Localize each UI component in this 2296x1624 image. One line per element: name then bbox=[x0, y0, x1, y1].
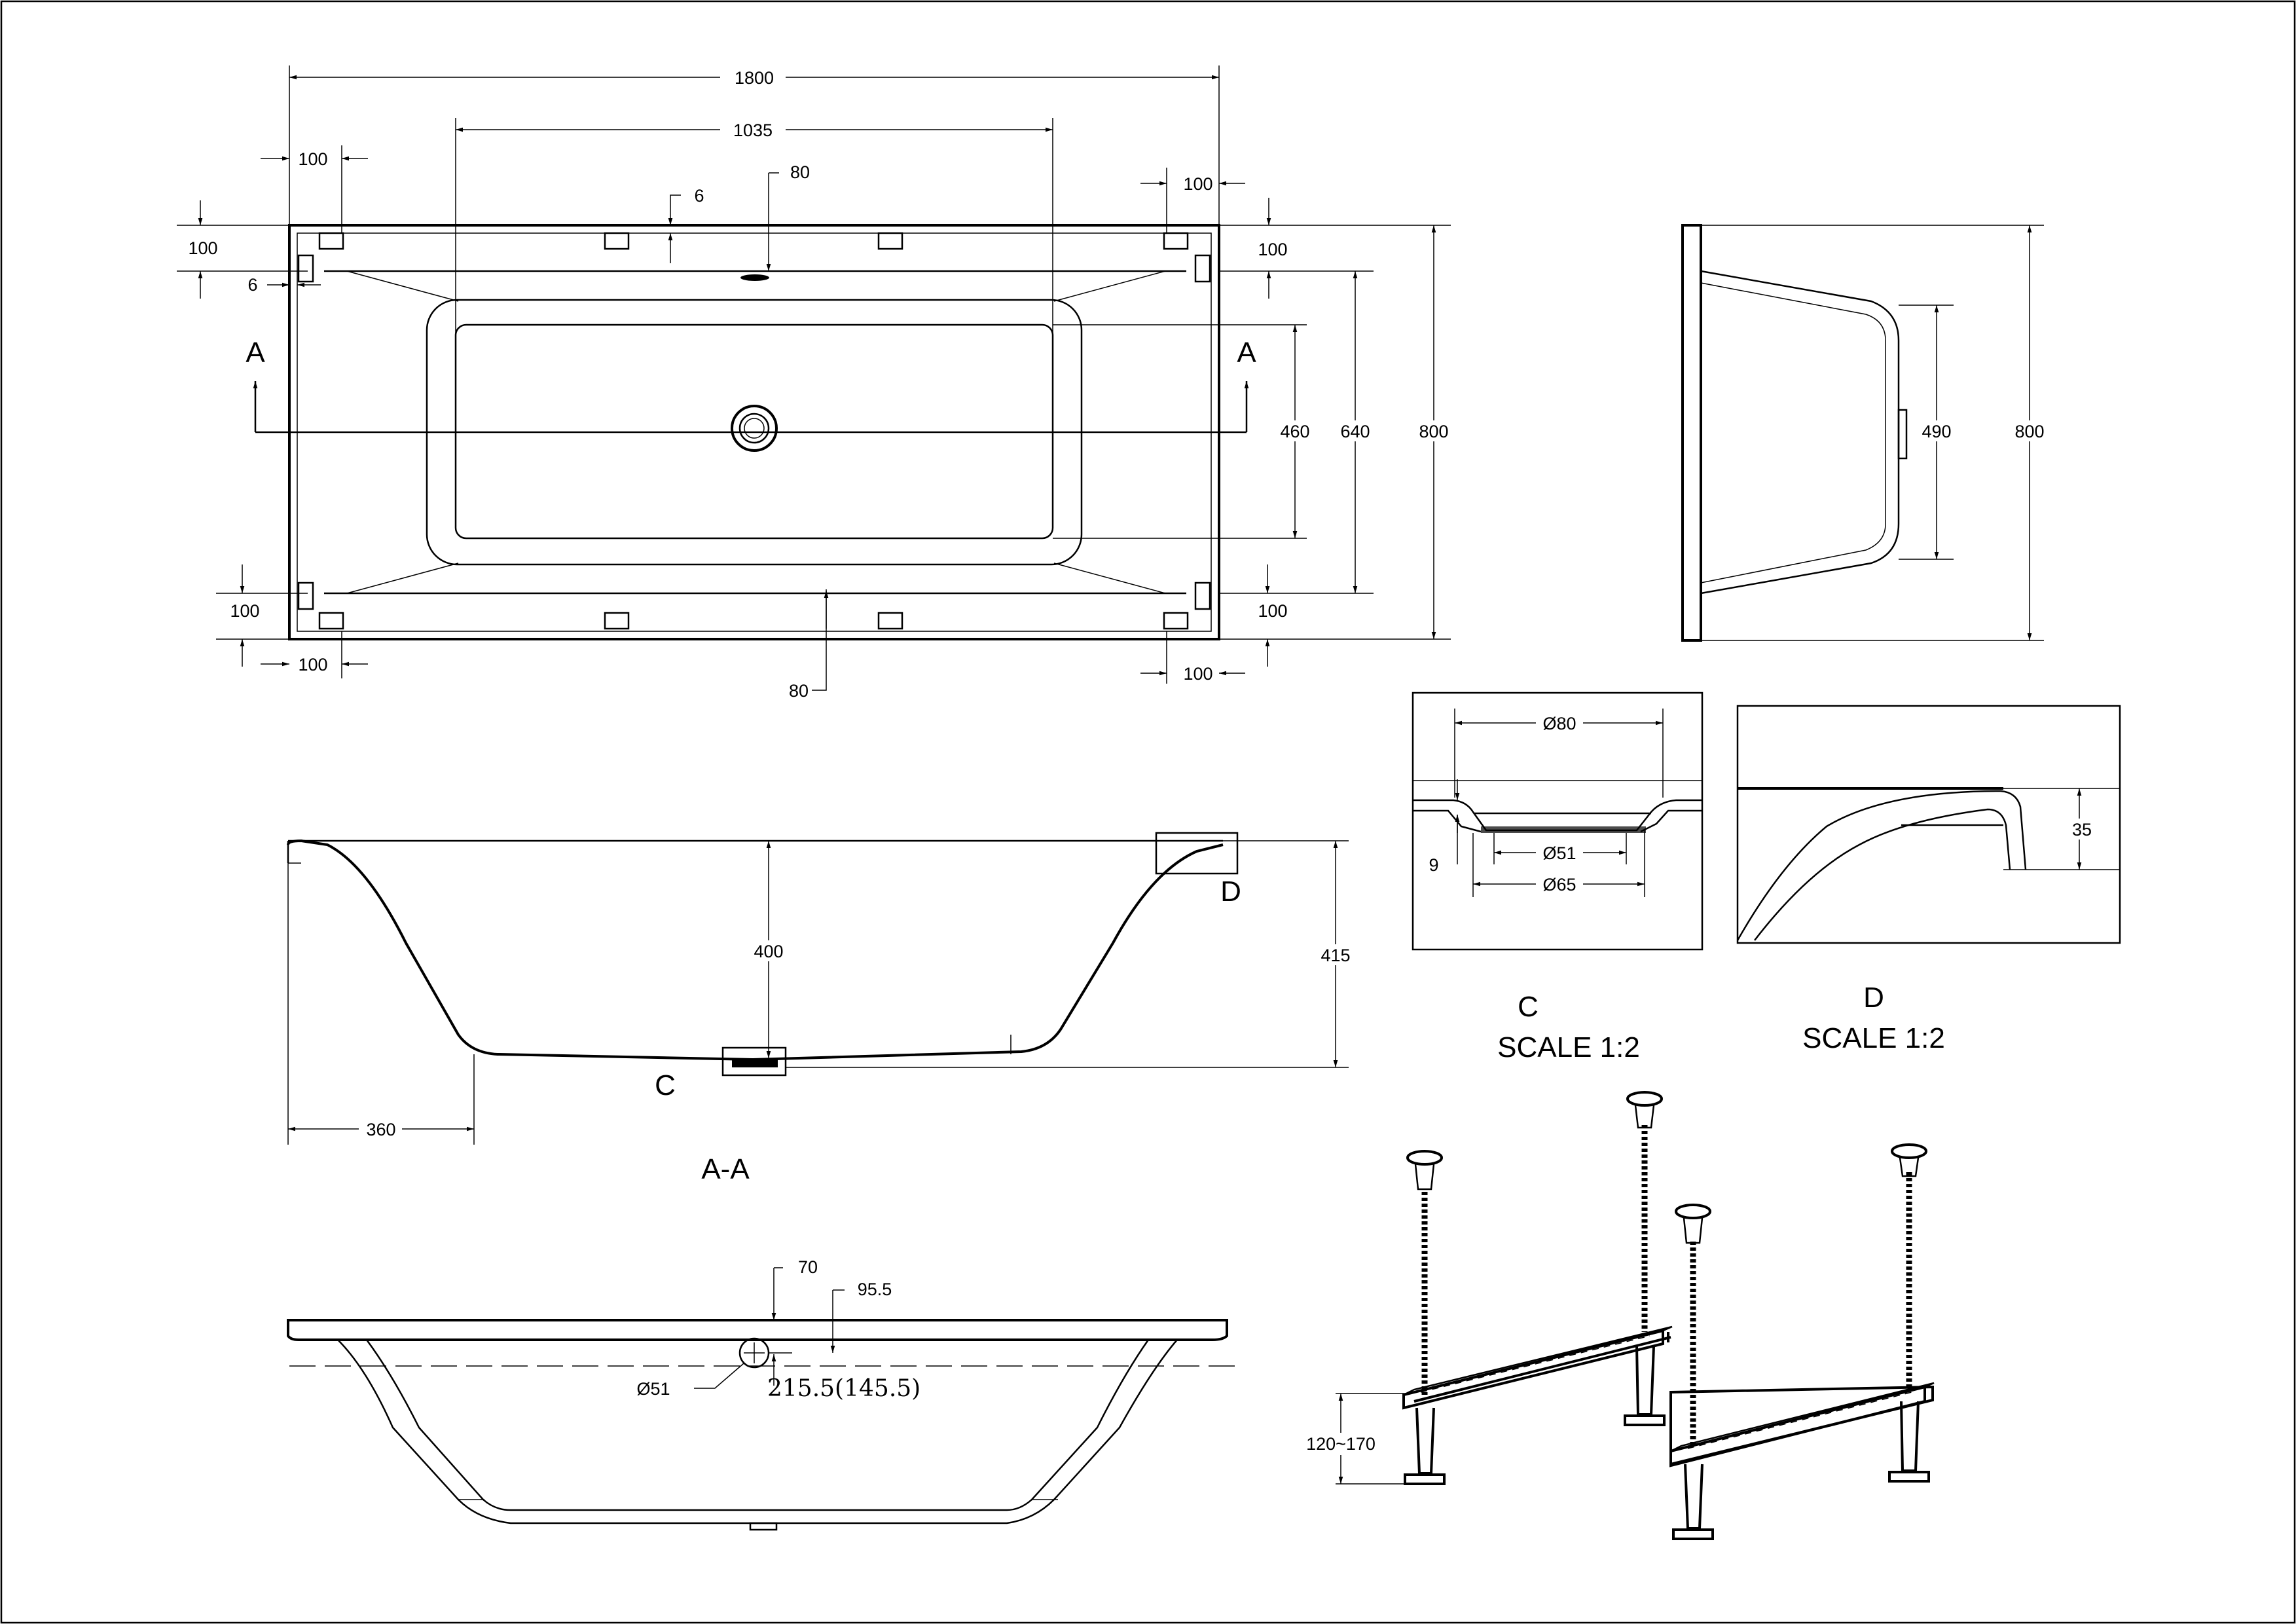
leg-top-pads bbox=[1406, 1091, 1927, 1244]
detail-d-title: D bbox=[1863, 982, 1884, 1014]
dim-side-bottom-width: 490 bbox=[1922, 422, 1951, 441]
dim-top-left-vertical: 100 bbox=[188, 238, 217, 258]
dim-basin-length: 1035 bbox=[733, 120, 773, 140]
dim-overflow-diameter: Ø51 bbox=[636, 1379, 670, 1399]
section-marker-right: A bbox=[1237, 337, 1256, 369]
dim-top-right-offset: 100 bbox=[1183, 174, 1212, 194]
side-view: 490 800 bbox=[1681, 224, 2048, 642]
dim-rim-offset-top: 6 bbox=[694, 186, 704, 206]
dim-thickness: 9 bbox=[1429, 855, 1438, 875]
plan-view: A A 1800 1035 100 100 100 100 bbox=[177, 65, 1452, 701]
dim-overflow-top: 80 bbox=[790, 162, 810, 182]
dim-flange-diameter: Ø65 bbox=[1542, 875, 1576, 895]
leg-feet bbox=[1404, 1346, 1930, 1540]
dim-drain-bottom: 80 bbox=[789, 681, 809, 701]
detail-c-title: C bbox=[1518, 991, 1539, 1023]
dim-bottom-right-offset: 100 bbox=[1183, 664, 1212, 684]
dim-bottom-right-vertical: 100 bbox=[1258, 601, 1287, 621]
dim-top-left-offset: 100 bbox=[298, 149, 327, 169]
dim-bottom-left-offset: 100 bbox=[298, 655, 327, 674]
section-aa-title: A-A bbox=[701, 1153, 750, 1185]
section-marker-left: A bbox=[246, 337, 265, 369]
dim-inner-depth: 400 bbox=[754, 942, 783, 961]
detail-c-view: Ø80 Ø51 Ø65 9 C SCALE 1:2 bbox=[1412, 692, 1704, 1063]
dim-inner-width: 640 bbox=[1340, 422, 1370, 441]
detail-d-scale: SCALE 1:2 bbox=[1802, 1022, 1945, 1054]
dim-slope-length: 360 bbox=[366, 1120, 395, 1139]
dim-overflow-center: 95.5 bbox=[858, 1280, 892, 1299]
dim-outer-diameter: Ø80 bbox=[1542, 714, 1576, 733]
plan-drain bbox=[731, 405, 778, 452]
detail-d-marker: D bbox=[1220, 876, 1241, 908]
support-frame: 120~170 bbox=[1298, 1091, 1935, 1540]
section-aa-view: D C 400 415 360 A-A bbox=[287, 832, 1355, 1185]
dim-leg-adjustment: 120~170 bbox=[1306, 1434, 1376, 1454]
front-view: 70 95.5 Ø51 215.5(145.5) bbox=[287, 1257, 1244, 1531]
dim-bottom-left-vertical: 100 bbox=[230, 601, 259, 621]
dim-drain-diameter: Ø51 bbox=[1542, 843, 1576, 863]
dim-rim-offset-left: 6 bbox=[247, 275, 257, 295]
plan-overflow bbox=[740, 274, 769, 281]
dim-overall-length: 1800 bbox=[735, 68, 774, 88]
dim-overall-width: 800 bbox=[1419, 422, 1448, 441]
dim-basin-width: 460 bbox=[1280, 422, 1309, 441]
detail-c-marker: C bbox=[655, 1069, 676, 1101]
dim-overflow-height: 215.5(145.5) bbox=[767, 1375, 920, 1402]
detail-d-box bbox=[1155, 832, 1239, 875]
detail-c-scale: SCALE 1:2 bbox=[1497, 1031, 1640, 1063]
detail-d-view: 35 D SCALE 1:2 bbox=[1736, 705, 2121, 1054]
detail-c-box bbox=[721, 1046, 787, 1077]
dim-rim-height: 35 bbox=[2072, 820, 2092, 840]
dim-side-overall-width: 800 bbox=[2014, 422, 2044, 441]
dim-overall-depth: 415 bbox=[1321, 946, 1350, 965]
dim-overflow-from-rim: 70 bbox=[798, 1257, 818, 1277]
plan-mounting-blocks bbox=[297, 232, 1211, 630]
dim-top-right-vertical: 100 bbox=[1258, 240, 1287, 259]
